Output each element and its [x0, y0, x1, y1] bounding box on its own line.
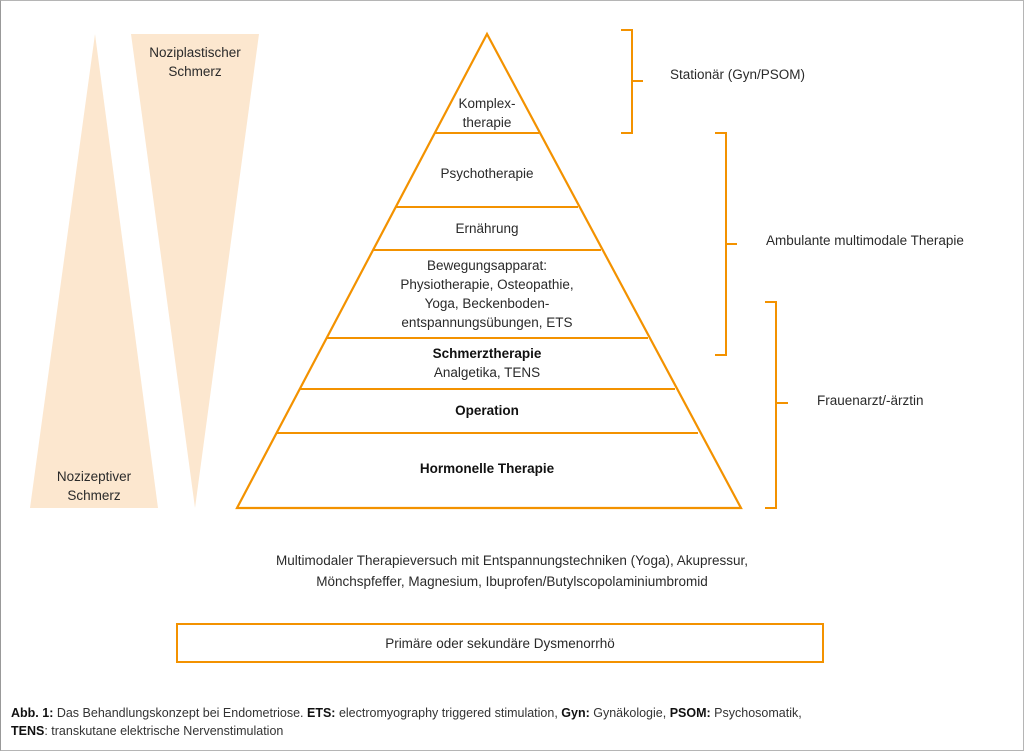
- level-title: Psychotherapie: [440, 166, 534, 181]
- nociplastic-line1: Noziplastischer: [149, 45, 241, 60]
- nociceptive-line2: Schmerz: [67, 488, 121, 503]
- dysmenorrhea-label: Primäre oder sekundäre Dysmenorrhö: [385, 635, 615, 651]
- pyramid-outline: [235, 31, 743, 510]
- note-line1: Multimodaler Therapieversuch mit Entspan…: [275, 553, 748, 568]
- level-title-cont: therapie: [462, 115, 512, 130]
- caption-text: Psychosomatik,: [710, 706, 802, 720]
- bracket-inpatient: [621, 29, 643, 134]
- level-complex-therapy: Komplex- therapie: [437, 94, 537, 132]
- level-surgery: Operation: [337, 401, 637, 420]
- level-line: Bewegungsapparat:: [426, 258, 548, 273]
- level-psychotherapy: Psychotherapie: [387, 164, 587, 183]
- gynecologist-label: Frauenarzt/-ärztin: [817, 393, 924, 408]
- nociplastic-line2: Schmerz: [168, 64, 222, 79]
- note-line2: Mönchspfeffer, Magnesium, Ibuprofen/Buty…: [316, 574, 708, 589]
- level-subtitle: Analgetika, TENS: [433, 365, 541, 380]
- caption-text: Gynäkologie,: [589, 706, 670, 720]
- caption-text: : transkutane elektrische Nervenstimulat…: [44, 724, 284, 738]
- level-title: Schmerztherapie: [432, 346, 542, 361]
- caption-text: electromyography triggered stimulation,: [335, 706, 562, 720]
- caption-abbr: PSOM:: [669, 706, 711, 720]
- outpatient-label: Ambulante multimodale Therapie: [766, 233, 964, 248]
- level-line: Physiotherapie, Osteopathie,: [400, 277, 574, 292]
- caption-fig-label: Abb. 1:: [11, 706, 54, 720]
- caption-abbr: TENS: [11, 724, 45, 738]
- level-line: Yoga, Beckenboden-: [424, 296, 550, 311]
- figure-caption: Abb. 1: Das Behandlungskonzept bei Endom…: [11, 704, 1011, 740]
- level-pain-therapy: Schmerztherapie Analgetika, TENS: [337, 344, 637, 382]
- nociplastic-pain-label: Noziplastischer Schmerz: [131, 43, 259, 81]
- caption-abbr: ETS:: [307, 706, 336, 720]
- level-hormonal-therapy: Hormonelle Therapie: [337, 459, 637, 478]
- nociceptive-pain-label: Nozizeptiver Schmerz: [30, 467, 158, 505]
- multimodal-note: Multimodaler Therapieversuch mit Entspan…: [150, 550, 874, 592]
- level-title: Hormonelle Therapie: [419, 461, 555, 476]
- level-title: Operation: [455, 403, 519, 418]
- level-line: entspannungsübungen, ETS: [401, 315, 573, 330]
- bracket-gynecologist: [765, 301, 788, 509]
- caption-text: Das Behandlungskonzept bei Endometriose.: [53, 706, 307, 720]
- inpatient-label: Stationär (Gyn/PSOM): [670, 67, 806, 82]
- dysmenorrhea-box: Primäre oder sekundäre Dysmenorrhö: [176, 623, 824, 663]
- level-nutrition: Ernährung: [387, 219, 587, 238]
- caption-abbr: Gyn:: [561, 706, 590, 720]
- level-title: Ernährung: [455, 221, 519, 236]
- bracket-outpatient: [715, 132, 737, 356]
- level-musculoskeletal: Bewegungsapparat: Physiotherapie, Osteop…: [337, 256, 637, 332]
- nociceptive-line1: Nozizeptiver: [56, 469, 132, 484]
- nociplastic-pain-triangle: [131, 34, 259, 508]
- level-title: Komplex-: [458, 96, 516, 111]
- nociceptive-pain-triangle: [30, 34, 158, 508]
